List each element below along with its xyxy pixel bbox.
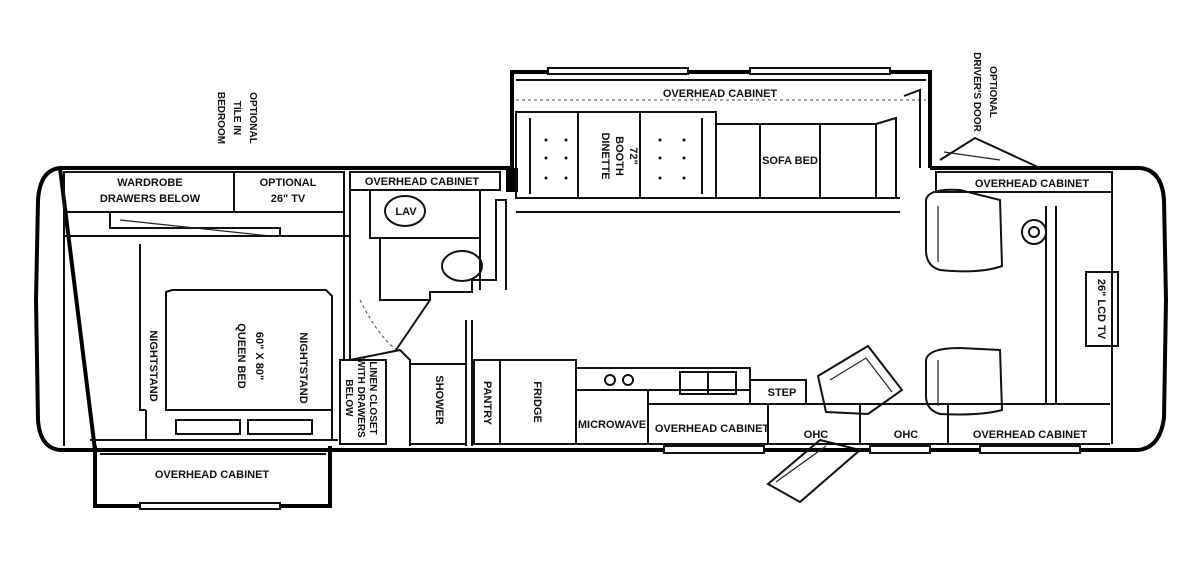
rotating-chair (816, 344, 904, 416)
label-optional-tile-2: TILE IN (231, 101, 242, 135)
label-step: STEP (768, 387, 797, 399)
label-dinette-1: 72" (627, 147, 639, 164)
label-dinette-2: BOOTH (613, 136, 625, 176)
label-overhead-cabinet-rear: OVERHEAD CABINET (155, 469, 270, 481)
label-wardrobe-1: WARDROBE (117, 177, 182, 189)
label-nightstand-left: NIGHTSTAND (147, 330, 159, 401)
label-lav: LAV (395, 206, 417, 218)
label-wardrobe-2: DRAWERS BELOW (100, 193, 201, 205)
label-queen-bed: QUEEN BED (235, 323, 247, 388)
entry-door (766, 438, 863, 504)
label-bed-size: 60" X 80" (253, 332, 265, 380)
label-microwave: MICROWAVE (578, 419, 646, 431)
label-ohc-right: OHC (894, 429, 919, 441)
label-optional-tv-2: 26" TV (271, 193, 306, 205)
label-pantry: PANTRY (481, 381, 493, 426)
label-dinette-3: DINETTE (599, 132, 611, 179)
label-lcd-tv: 26" LCD TV (1095, 279, 1107, 340)
label-overhead-cabinet-bath: OVERHEAD CABINET (365, 176, 480, 188)
label-optional-tile-3: BEDROOM (215, 92, 226, 144)
label-optional-tv-1: OPTIONAL (260, 177, 317, 189)
label-linen-closet-1: LINEN CLOSET (367, 361, 378, 434)
label-overhead-cabinet-cockpit: OVERHEAD CABINET (975, 178, 1090, 190)
label-drivers-door-1: OPTIONAL (987, 66, 998, 118)
label-linen-closet-2: WITH DRAWERS (355, 358, 366, 438)
slide-out-top (510, 70, 932, 190)
label-optional-tile-1: OPTIONAL (247, 92, 258, 144)
label-drivers-door-2: DRIVER'S DOOR (971, 52, 982, 132)
label-overhead-cabinet-front: OVERHEAD CABINET (973, 429, 1088, 441)
label-shower: SHOWER (433, 375, 445, 425)
dinette-cushion-dots (544, 138, 686, 180)
label-overhead-cabinet-kitchen: OVERHEAD CABINET (655, 423, 770, 435)
label-overhead-cabinet-top: OVERHEAD CABINET (663, 88, 778, 100)
label-ohc-left: OHC (804, 429, 829, 441)
queen-bed (165, 289, 333, 411)
label-linen-closet-3: BELOW (343, 379, 354, 417)
label-nightstand-right: NIGHTSTAND (297, 332, 309, 403)
label-fridge: FRIDGE (531, 381, 543, 423)
rv-exterior-wall (33, 165, 1169, 452)
label-sofa-bed: SOFA BED (762, 155, 818, 167)
